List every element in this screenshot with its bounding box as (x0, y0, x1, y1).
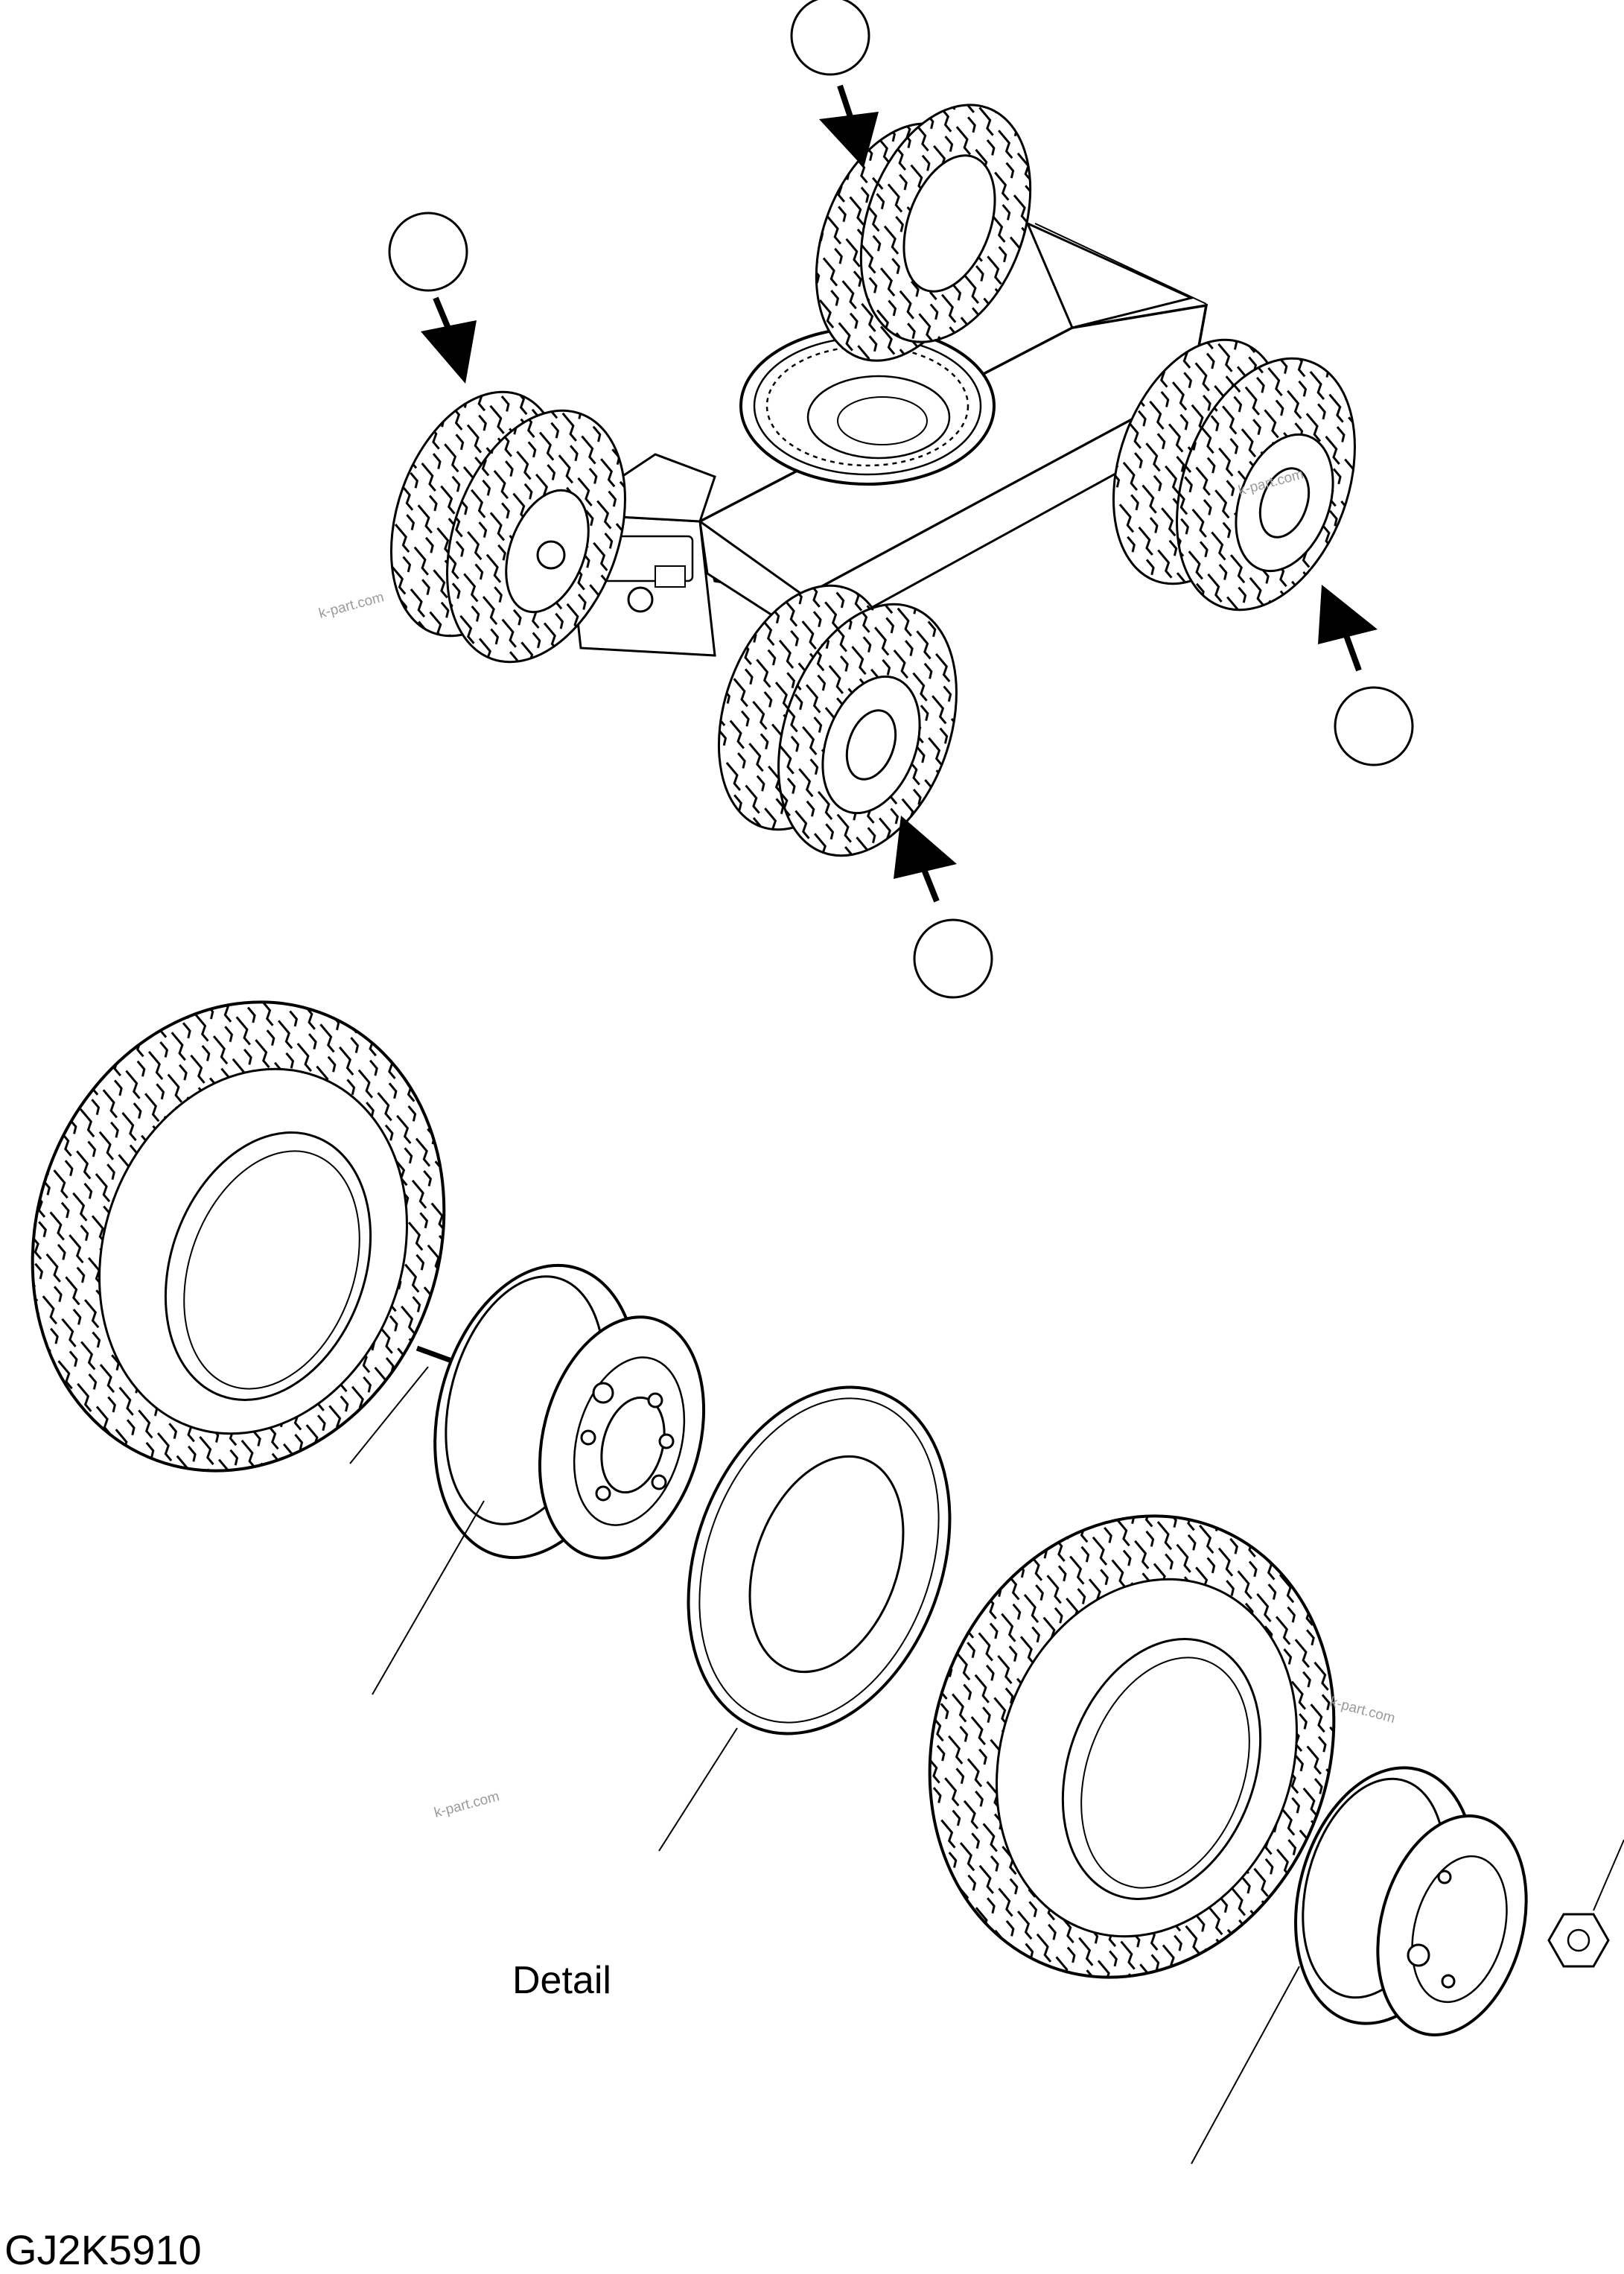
wheel-front-right (717, 584, 958, 857)
rim-lower (1191, 1766, 1528, 2165)
detail-exploded-view (31, 1000, 1624, 2165)
wheel-rear-left (815, 104, 1032, 362)
rim-upper (372, 1263, 706, 1695)
watermark: k-part.com (1328, 1695, 1397, 1727)
tire-upper (31, 1000, 446, 1473)
callout-rear-right (1318, 585, 1414, 766)
drawing-code: GJ2K5910 (4, 2226, 202, 2273)
callout-circle (1334, 686, 1414, 766)
callout-rear-left (790, 0, 879, 168)
callout-circle (790, 0, 870, 76)
tire-lower (928, 1514, 1336, 1979)
machine-overview (389, 104, 1356, 857)
slewing-ring (739, 326, 996, 486)
wheel-front-left (389, 390, 626, 664)
callout-front-left (388, 212, 477, 384)
arrow-head (1318, 585, 1378, 644)
watermark: k-part.com (317, 589, 386, 622)
arrow-head (421, 320, 477, 384)
flap-ring (658, 1385, 952, 1852)
detail-label: Detail (512, 1959, 611, 2002)
watermark: k-part.com (433, 1788, 501, 1821)
callout-circle (913, 918, 993, 999)
arrow-head (894, 816, 957, 879)
arrow-head (819, 112, 879, 168)
wheel-nut (1547, 1839, 1624, 1968)
callout-circle (388, 212, 468, 292)
wheel-rear-right (1112, 338, 1356, 612)
callout-front-right (894, 816, 993, 999)
